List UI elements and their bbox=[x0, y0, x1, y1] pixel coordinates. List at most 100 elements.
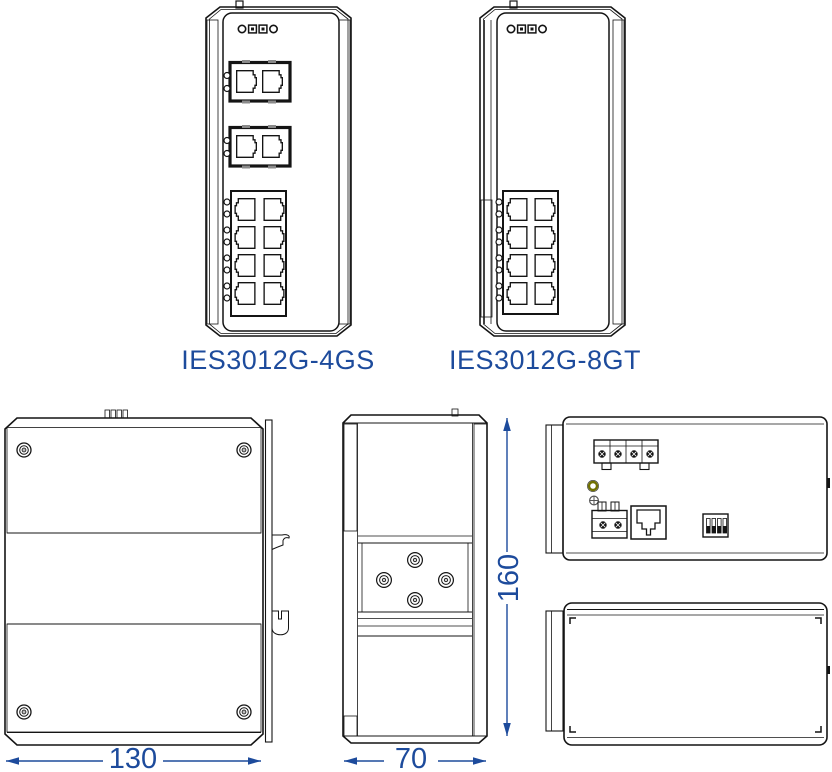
port-led-icon bbox=[223, 282, 231, 290]
side-view bbox=[4, 409, 290, 746]
rj45-port bbox=[506, 198, 528, 221]
corner-mark bbox=[569, 726, 576, 733]
port-led-icon bbox=[223, 266, 231, 274]
port-led-icon bbox=[223, 254, 231, 262]
port-led-icon bbox=[223, 136, 231, 145]
top-connector-pins bbox=[104, 409, 128, 419]
arrow-right-icon bbox=[248, 757, 261, 765]
alarm-led-icon bbox=[537, 24, 548, 34]
port-led-icon bbox=[223, 149, 231, 158]
rj45-port bbox=[534, 282, 556, 305]
rj45-port bbox=[263, 198, 285, 221]
dip-lever bbox=[717, 526, 722, 533]
rear-body-outline bbox=[342, 414, 488, 744]
port-led-icon bbox=[495, 266, 503, 274]
din-clip-top-tab bbox=[235, 0, 244, 9]
status-led-icon bbox=[258, 24, 268, 34]
ground-screw-icon bbox=[588, 495, 599, 506]
case-screw bbox=[236, 442, 252, 458]
switch-body-outline bbox=[479, 6, 626, 337]
front-faceplate bbox=[222, 12, 340, 332]
alarm-led-icon bbox=[268, 24, 279, 34]
rj45-port bbox=[506, 226, 528, 249]
dip-lever bbox=[723, 526, 727, 533]
status-led-icon bbox=[527, 24, 537, 34]
corner-mark bbox=[569, 617, 576, 624]
rear-view bbox=[342, 408, 488, 744]
rj45-port bbox=[534, 254, 556, 277]
power-led-icon bbox=[237, 24, 247, 34]
lower-fin-section bbox=[6, 623, 262, 733]
port-led-icon bbox=[495, 282, 503, 290]
front-faceplate bbox=[496, 12, 610, 332]
height-dimension-label: 160 bbox=[493, 554, 525, 602]
rj45-port bbox=[506, 254, 528, 277]
port-led-icon bbox=[223, 198, 231, 206]
left-heatsink-fins bbox=[480, 199, 493, 318]
port-led-icon bbox=[223, 210, 231, 218]
bottom-view bbox=[545, 602, 830, 746]
bottom-body-outline bbox=[563, 602, 828, 746]
power-led-bezel bbox=[587, 480, 599, 492]
port-led-icon bbox=[495, 210, 503, 218]
right-fin-edge bbox=[473, 423, 488, 737]
rj45-port bbox=[534, 226, 556, 249]
port-led-icon bbox=[495, 238, 503, 246]
rj45-port bbox=[263, 254, 285, 277]
mount-screw bbox=[407, 551, 423, 569]
sfp-port bbox=[236, 69, 257, 94]
corner-mark bbox=[815, 726, 822, 733]
model-label-4gs: IES3012G-4GS bbox=[181, 345, 375, 375]
rj45-port bbox=[234, 254, 256, 277]
rj45-port bbox=[263, 282, 285, 305]
port-led-icon bbox=[223, 238, 231, 246]
rj45-port bbox=[234, 282, 256, 305]
status-indicator-row bbox=[237, 24, 279, 34]
port-led-icon bbox=[223, 226, 231, 234]
combo-port-block-1 bbox=[223, 60, 292, 104]
right-heatsink-fins bbox=[612, 19, 625, 325]
din-clip-lower-hook bbox=[271, 610, 289, 636]
status-indicator-row bbox=[506, 24, 548, 34]
arrow-left-icon bbox=[6, 757, 19, 765]
mount-screw bbox=[438, 571, 454, 589]
rj45-console-jack bbox=[636, 509, 661, 536]
status-led-icon bbox=[247, 24, 258, 34]
dip-switch bbox=[702, 513, 729, 538]
dimension-height: 160 bbox=[493, 418, 525, 736]
rj45-port bbox=[234, 226, 256, 249]
arrow-right-icon bbox=[473, 757, 486, 765]
side-body-outline bbox=[4, 417, 264, 746]
rj45-port-block bbox=[495, 190, 559, 315]
front-view-4gs: IES3012G-4GS bbox=[181, 0, 375, 375]
edge-tab bbox=[826, 666, 830, 674]
corner-mark bbox=[815, 617, 822, 624]
top-view bbox=[545, 416, 830, 561]
front-view-8gt: IES3012G-8GT bbox=[449, 0, 641, 375]
width-dimension-label: 130 bbox=[109, 743, 157, 772]
port-led-icon bbox=[495, 198, 503, 206]
top-body-outline bbox=[562, 416, 828, 561]
rj45-port bbox=[506, 282, 528, 305]
terminal-tab bbox=[639, 462, 650, 471]
dimension-depth: 70 bbox=[344, 743, 486, 772]
combo-port-block-2 bbox=[223, 125, 292, 169]
sfp-port bbox=[236, 134, 257, 159]
terminal-screw bbox=[645, 449, 655, 459]
terminal-screw bbox=[613, 449, 623, 459]
terminal-screw bbox=[598, 520, 608, 530]
terminal-screw bbox=[613, 520, 623, 530]
edge-tab bbox=[826, 478, 830, 488]
power-led-icon bbox=[587, 480, 599, 492]
relay-terminal-block-2pin bbox=[591, 501, 628, 539]
terminal-screw bbox=[629, 449, 639, 459]
left-fin-edge bbox=[343, 423, 358, 532]
sfp-port bbox=[262, 69, 283, 94]
rj45-port bbox=[534, 198, 556, 221]
arrow-up-icon bbox=[503, 418, 511, 431]
port-led-icon bbox=[223, 71, 231, 80]
din-clip-upper-hook bbox=[271, 534, 290, 551]
terminal-tab bbox=[601, 462, 612, 471]
terminal-screw bbox=[597, 449, 607, 459]
